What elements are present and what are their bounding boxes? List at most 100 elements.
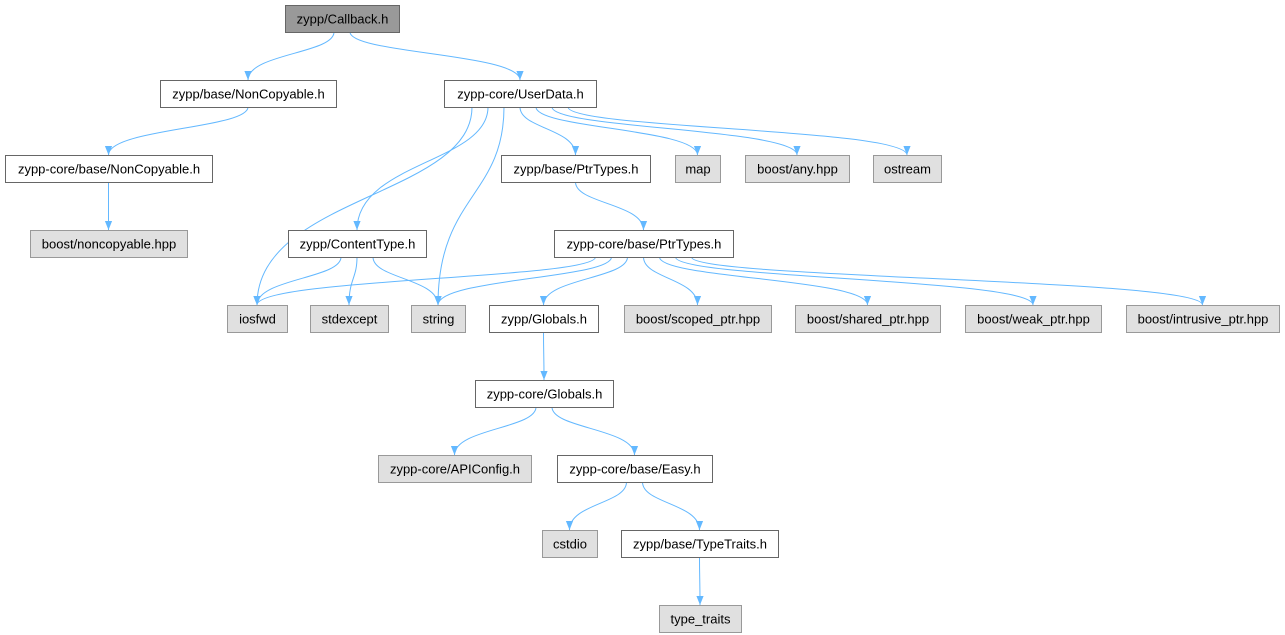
node-label: boost/any.hpp [757, 162, 838, 177]
dependency-arrow [551, 106, 801, 156]
dependency-edge [539, 256, 628, 306]
node-label: boost/noncopyable.hpp [42, 237, 176, 252]
node-ptrtypes[interactable]: zypp/base/PtrTypes.h [501, 155, 651, 183]
dependency-edge [353, 106, 489, 231]
dependency-edge [450, 406, 537, 456]
dependency-arrow [675, 256, 1037, 306]
node-box [475, 380, 614, 408]
dependency-arrow [696, 556, 704, 606]
dependency-arrow [519, 106, 580, 156]
dependency-edge [575, 181, 648, 231]
node-contenttype[interactable]: zypp/ContentType.h [288, 230, 427, 258]
node-label: string [423, 312, 455, 327]
node-box [745, 155, 850, 183]
dependency-arrow [353, 106, 489, 231]
node-boost-any: boost/any.hpp [745, 155, 850, 183]
node-globals[interactable]: zypp/Globals.h [489, 305, 599, 333]
node-label: zypp/base/NonCopyable.h [172, 87, 325, 102]
node-box [30, 230, 188, 258]
node-label: zypp/Globals.h [501, 312, 587, 327]
dependency-arrow [691, 256, 1206, 306]
node-label: boost/intrusive_ptr.hpp [1138, 312, 1269, 327]
node-label: zypp-core/Globals.h [487, 387, 603, 402]
node-label: zypp-core/APIConfig.h [390, 462, 520, 477]
node-string: string [411, 305, 466, 333]
node-box [624, 305, 772, 333]
dependency-arrow [551, 406, 639, 456]
dependency-edge [349, 31, 524, 81]
dependency-edge [104, 106, 249, 156]
dependency-arrow [253, 106, 473, 306]
node-label: ostream [884, 162, 931, 177]
dependency-arrow [104, 106, 249, 156]
node-easy[interactable]: zypp-core/base/Easy.h [557, 455, 713, 483]
dependency-edge [659, 256, 872, 306]
node-box [378, 455, 532, 483]
node-core-ptrtypes[interactable]: zypp-core/base/PtrTypes.h [554, 230, 734, 258]
node-box [675, 155, 721, 183]
dependency-arrow [540, 331, 548, 381]
node-label: map [685, 162, 710, 177]
dependency-edge [434, 256, 612, 306]
node-label: zypp-core/base/NonCopyable.h [18, 162, 200, 177]
dependency-arrow [567, 106, 911, 156]
node-core-noncopyable[interactable]: zypp-core/base/NonCopyable.h [5, 155, 213, 183]
graph-nodes: zypp/Callback.h zypp/base/NonCopyable.h zy… [5, 5, 1280, 633]
dependency-edge [691, 256, 1206, 306]
node-box [1126, 305, 1280, 333]
node-label: zypp/base/TypeTraits.h [633, 537, 767, 552]
node-noncopyable[interactable]: zypp/base/NonCopyable.h [160, 80, 337, 108]
node-box [965, 305, 1102, 333]
node-box [227, 305, 288, 333]
node-cstdio: cstdio [542, 530, 598, 558]
node-box [285, 5, 400, 33]
node-label: iosfwd [239, 312, 276, 327]
node-box [489, 305, 599, 333]
dependency-arrow [244, 31, 335, 81]
dependency-arrow [349, 31, 524, 81]
node-label: cstdio [553, 537, 587, 552]
node-shared-ptr: boost/shared_ptr.hpp [795, 305, 941, 333]
node-userdata[interactable]: zypp-core/UserData.h [444, 80, 597, 108]
node-box [542, 530, 598, 558]
dependency-arrow [642, 481, 704, 531]
dependency-edge [244, 31, 335, 81]
node-label: type_traits [671, 612, 731, 627]
dependency-edge [643, 256, 702, 306]
node-label: zypp-core/base/Easy.h [569, 462, 700, 477]
node-box [873, 155, 942, 183]
node-apiconfig: zypp-core/APIConfig.h [378, 455, 532, 483]
dependency-edge [696, 556, 704, 606]
node-box [411, 305, 466, 333]
node-label: zypp/ContentType.h [300, 237, 416, 252]
node-box [554, 230, 734, 258]
dependency-arrow [535, 106, 702, 156]
node-label: boost/weak_ptr.hpp [977, 312, 1090, 327]
node-callback[interactable]: zypp/Callback.h [285, 5, 400, 33]
dependency-edge [345, 256, 358, 306]
dependency-arrow [450, 406, 537, 456]
node-intrusive-ptr: boost/intrusive_ptr.hpp [1126, 305, 1280, 333]
dependency-edge [253, 256, 596, 306]
dependency-edge [434, 106, 505, 306]
dependency-edge [519, 106, 580, 156]
node-core-globals[interactable]: zypp-core/Globals.h [475, 380, 614, 408]
dependency-edge [535, 106, 702, 156]
dependency-arrow [643, 256, 702, 306]
node-map: map [675, 155, 721, 183]
node-box [5, 155, 213, 183]
dependency-edge [567, 106, 911, 156]
node-label: zypp-core/base/PtrTypes.h [567, 237, 722, 252]
node-label: zypp/Callback.h [297, 12, 389, 27]
node-label: zypp/base/PtrTypes.h [513, 162, 638, 177]
dependency-arrow [434, 256, 612, 306]
node-typetraits-h[interactable]: zypp/base/TypeTraits.h [621, 530, 779, 558]
node-label: boost/shared_ptr.hpp [807, 312, 929, 327]
dependency-edge [540, 331, 548, 381]
dependency-arrow [345, 256, 358, 306]
node-box [310, 305, 389, 333]
node-stdexcept: stdexcept [310, 305, 389, 333]
node-box [659, 605, 742, 633]
node-box [795, 305, 941, 333]
